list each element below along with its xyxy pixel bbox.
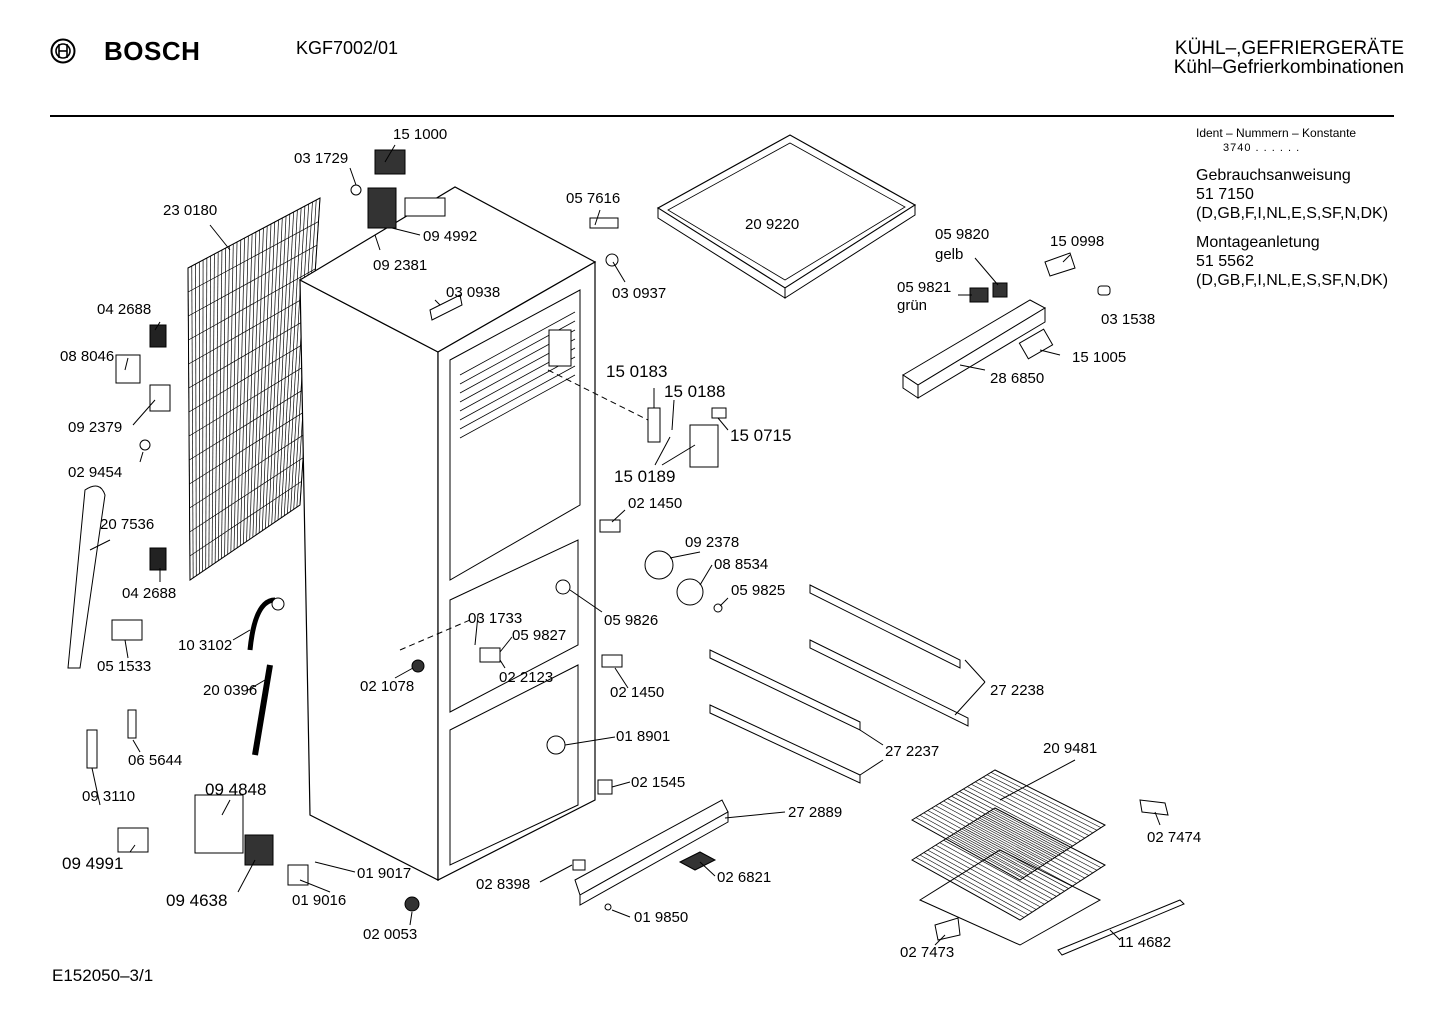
drawing-code: E152050–3/1 xyxy=(52,966,154,985)
label-059820: 05 9820 xyxy=(935,226,989,243)
label-094638: 09 4638 xyxy=(166,891,227,910)
mounting-number: 51 5562 xyxy=(1196,253,1254,270)
brand-name: BOSCH xyxy=(104,36,201,66)
label-059827: 05 9827 xyxy=(512,627,566,644)
label-150715: 15 0715 xyxy=(730,426,791,445)
drawer-rails xyxy=(709,584,969,784)
label-059821: 05 9821 xyxy=(897,279,951,296)
label-031729: 03 1729 xyxy=(294,150,348,167)
mounting-languages: (D,GB,F,I,NL,E,S,SF,N,DK) xyxy=(1196,272,1389,289)
label-272238: 27 2238 xyxy=(990,682,1044,699)
label-092378: 09 2378 xyxy=(685,534,739,551)
label-031538: 03 1538 xyxy=(1101,311,1155,328)
label-042688-a: 04 2688 xyxy=(97,301,151,318)
label-020053: 02 0053 xyxy=(363,926,417,943)
part-labels: 15 1000 03 1729 23 0180 09 4992 09 2381 … xyxy=(60,126,1201,961)
label-018901: 01 8901 xyxy=(616,728,670,745)
ident-label: Ident – Nummern – Konstante xyxy=(1196,126,1357,140)
label-065644: 06 5644 xyxy=(128,752,182,769)
label-103102: 10 3102 xyxy=(178,637,232,654)
info-panel: Ident – Nummern – Konstante 3740 . . . .… xyxy=(1196,126,1436,290)
manual-block: Gebrauchsanweisung 51 7150 (D,GB,F,I,NL,… xyxy=(1196,166,1436,223)
bosch-logo-icon xyxy=(50,38,76,64)
label-114682: 11 4682 xyxy=(1118,934,1171,951)
label-092379: 09 2379 xyxy=(68,419,122,436)
category-subtitle: Kühl–Gefrierkombinationen xyxy=(1173,57,1404,78)
top-panel xyxy=(656,134,917,299)
label-272889: 27 2889 xyxy=(788,804,842,821)
label-057616: 05 7616 xyxy=(566,190,620,207)
label-230180: 23 0180 xyxy=(163,202,217,219)
label-207536: 20 7536 xyxy=(100,516,154,533)
label-030937: 03 0937 xyxy=(612,285,666,302)
label-027473: 02 7473 xyxy=(900,944,954,961)
manual-languages: (D,GB,F,I,NL,E,S,SF,N,DK) xyxy=(1196,205,1389,222)
label-030938: 03 0938 xyxy=(446,284,500,301)
handle-bar xyxy=(902,252,1111,399)
category-title: KÜHL–,GEFRIERGERÄTE xyxy=(1174,38,1404,59)
label-031733: 03 1733 xyxy=(468,610,522,627)
label-019850: 01 9850 xyxy=(634,909,688,926)
label-088534: 08 8534 xyxy=(714,556,768,573)
mounting-label: Montageanletung xyxy=(1196,234,1320,251)
freezer-baskets xyxy=(911,769,1107,946)
grille-bracket xyxy=(574,799,729,906)
label-092381: 09 2381 xyxy=(373,257,427,274)
label-150183: 15 0183 xyxy=(606,362,667,381)
label-200396: 20 0396 xyxy=(203,682,257,699)
label-gelb: gelb xyxy=(935,246,963,263)
label-029454: 02 9454 xyxy=(68,464,122,481)
label-094848: 09 4848 xyxy=(205,780,266,799)
label-021078: 02 1078 xyxy=(360,678,414,695)
label-088046: 08 8046 xyxy=(60,348,114,365)
label-021450-b: 02 1450 xyxy=(610,684,664,701)
small-parts xyxy=(67,149,1185,956)
label-027474: 02 7474 xyxy=(1147,829,1201,846)
label-151000: 15 1000 xyxy=(393,126,447,143)
manual-label: Gebrauchsanweisung xyxy=(1196,167,1351,184)
label-150188: 15 0188 xyxy=(664,382,725,401)
ident-value: 3740 . . . . . . xyxy=(1223,142,1301,154)
label-059826: 05 9826 xyxy=(604,612,658,629)
label-021545: 02 1545 xyxy=(631,774,685,791)
mounting-block: Montageanletung 51 5562 (D,GB,F,I,NL,E,S… xyxy=(1196,233,1436,290)
label-151005: 15 1005 xyxy=(1072,349,1126,366)
model-number: KGF7002/01 xyxy=(296,38,399,58)
label-051533: 05 1533 xyxy=(97,658,151,675)
label-019016: 01 9016 xyxy=(292,892,346,909)
label-209220: 20 9220 xyxy=(745,216,799,233)
label-093110: 09 3110 xyxy=(82,788,135,805)
manual-number: 51 7150 xyxy=(1196,186,1254,203)
label-019017: 01 9017 xyxy=(357,865,411,882)
header-divider xyxy=(50,115,1394,117)
label-028398: 02 8398 xyxy=(476,876,530,893)
label-209481: 20 9481 xyxy=(1043,740,1097,757)
label-026821: 02 6821 xyxy=(717,869,771,886)
label-272237: 27 2237 xyxy=(885,743,939,760)
label-042688-b: 04 2688 xyxy=(122,585,176,602)
label-094991: 09 4991 xyxy=(62,854,123,873)
label-gruen: grün xyxy=(897,297,927,314)
label-059825: 05 9825 xyxy=(731,582,785,599)
leader-lines xyxy=(89,144,1161,946)
condenser-coil xyxy=(187,197,321,581)
label-021450-a: 02 1450 xyxy=(628,495,682,512)
label-022123: 02 2123 xyxy=(499,669,553,686)
label-150998: 15 0998 xyxy=(1050,233,1104,250)
label-094992: 09 4992 xyxy=(423,228,477,245)
cabinet-body xyxy=(298,186,649,881)
label-286850: 28 6850 xyxy=(990,370,1044,387)
label-150189: 15 0189 xyxy=(614,467,675,486)
